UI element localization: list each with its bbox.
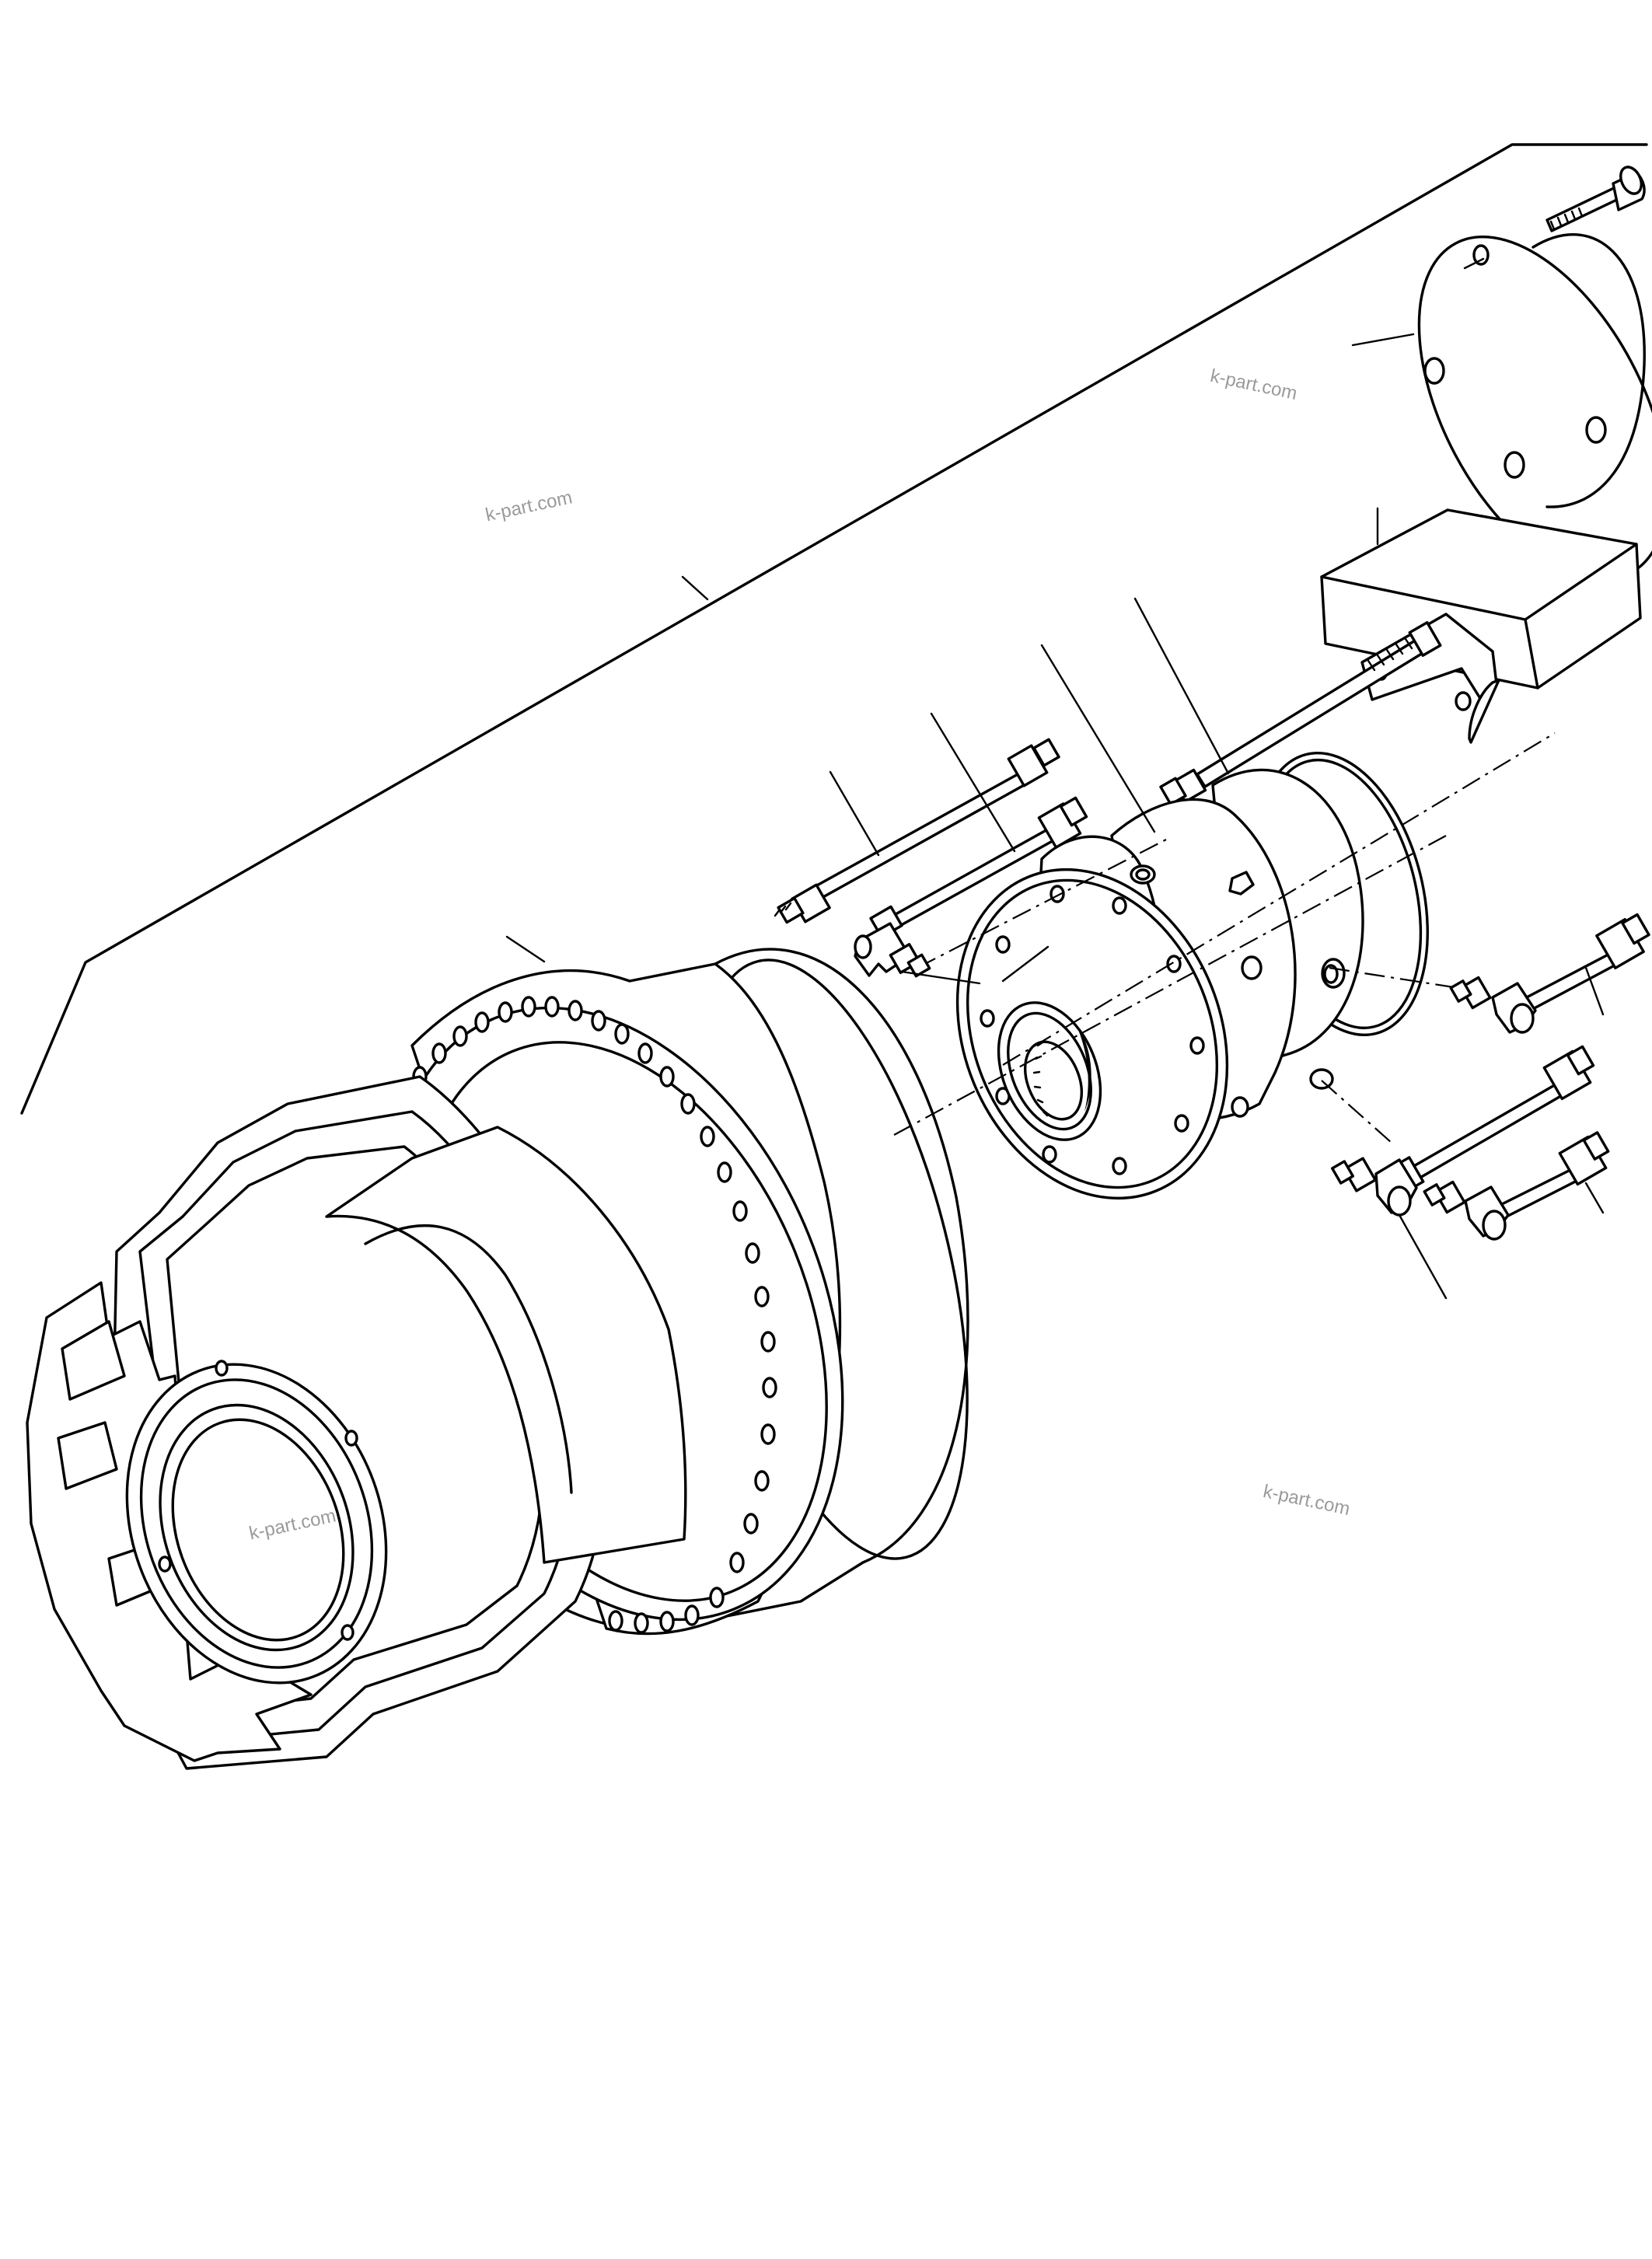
brake-pipe-upper-2 (869, 712, 1088, 939)
long-brake-pipe (1133, 597, 1442, 806)
elbow-fitting-right-lower (1331, 1157, 1448, 1300)
cover-bolt (1463, 166, 1646, 270)
brake-pipe-upper-1 (774, 738, 1060, 924)
wheel-hub-carrier (26, 935, 969, 1770)
axle-beam-outline (20, 143, 1648, 1115)
drum-bolt-holes (412, 996, 777, 1634)
cover-plate (1351, 232, 1652, 581)
flange-bolt-holes (980, 885, 1205, 1175)
centre-lines (893, 732, 1556, 1143)
brake-pipe-right-3 (1423, 1131, 1610, 1241)
brake-hub (955, 644, 1364, 1200)
elbow-fitting-upper (854, 922, 981, 985)
brake-pipe-right-1 (1449, 913, 1650, 1034)
